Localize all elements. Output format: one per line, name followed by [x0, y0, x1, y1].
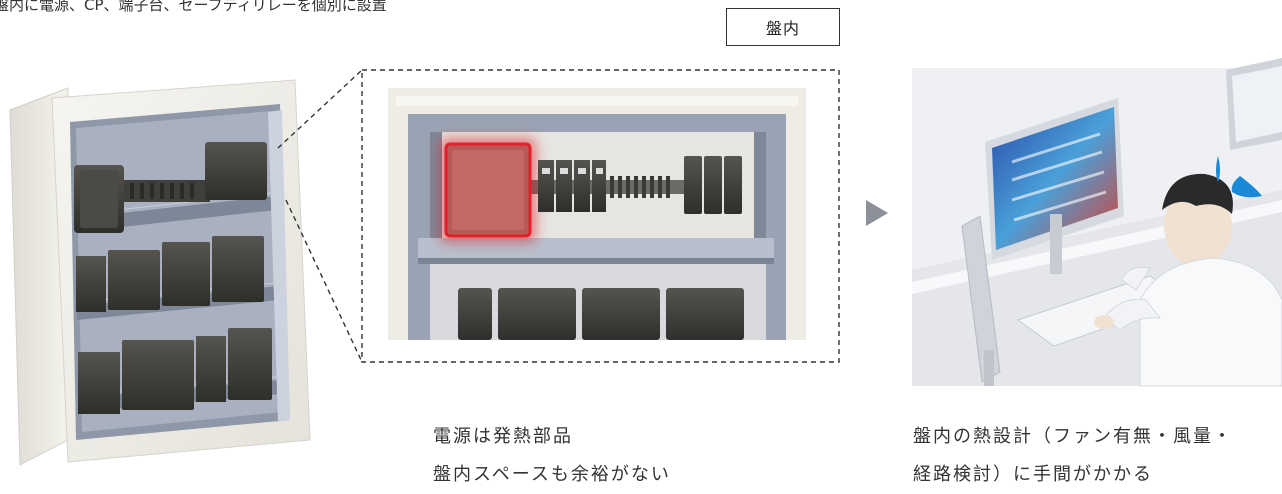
zoom-tag: 盤内: [726, 8, 840, 46]
right-caption-line2: 経路検討）に手間がかかる: [913, 464, 1153, 485]
left-caption-line2: 盤内スペースも余裕がない: [433, 464, 671, 485]
sweat-drop-icon: [1216, 156, 1220, 182]
right-caption-line1: 盤内の熱設計（ファン有無・風量・: [913, 426, 1233, 447]
illustration-canvas: [9, 58, 1282, 466]
left-caption-line1: 電源は発熱部品: [433, 426, 573, 447]
right-caption: 盤内の熱設計（ファン有無・風量・ 経路検討）に手間がかかる: [913, 418, 1233, 494]
arrow-right-icon: [866, 200, 888, 226]
zoom-lines: [277, 69, 363, 363]
control-cabinet: [9, 79, 311, 466]
sweat-drop-icon: [1231, 176, 1262, 198]
top-caption: 盤内に電源、CP、端子台、セーフティリレーを個別に設置: [0, 0, 387, 14]
engineer-illustration: [912, 58, 1282, 387]
zoom-detail: [361, 69, 840, 363]
left-caption: 電源は発熱部品 盤内スペースも余裕がない: [433, 418, 671, 494]
